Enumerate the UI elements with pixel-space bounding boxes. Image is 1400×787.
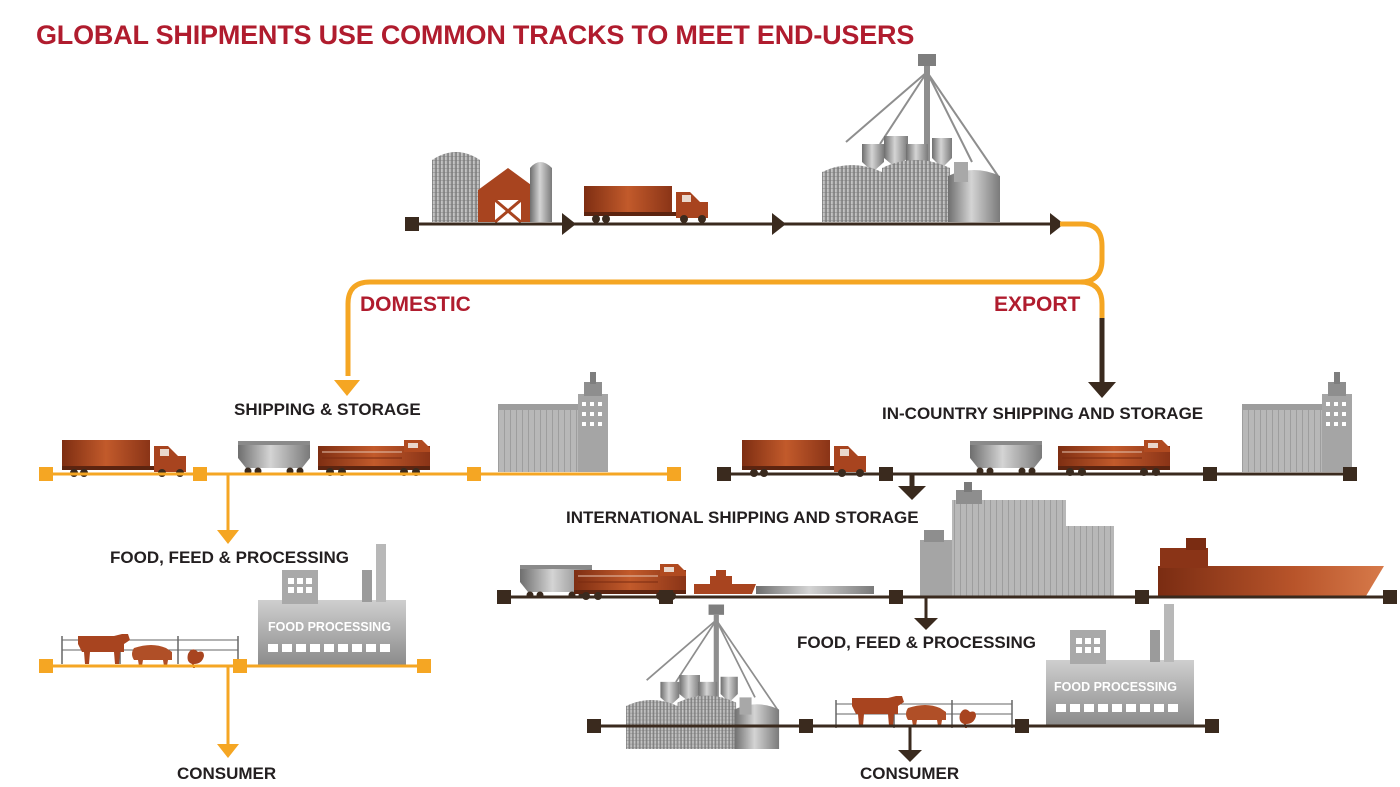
factory-sign-export: FOOD PROCESSING [1054, 680, 1177, 694]
page-title: GLOBAL SHIPMENTS USE COMMON TRACKS TO ME… [36, 20, 915, 50]
domestic-food-feed-label: FOOD, FEED & PROCESSING [110, 548, 349, 567]
semi-truck-icon [62, 440, 186, 477]
domestic-arrow [334, 380, 360, 396]
factory-sign-domestic: FOOD PROCESSING [268, 620, 391, 634]
incountry-track [717, 467, 1357, 500]
farm-silo-icon [432, 152, 480, 222]
hopper-car-icon [238, 441, 310, 475]
cow-icon [78, 634, 130, 664]
export-consumer-label: CONSUMER [860, 764, 960, 783]
terminal-elevator-icon [498, 372, 608, 472]
domestic-label: DOMESTIC [360, 293, 471, 316]
in-country-label: IN-COUNTRY SHIPPING AND STORAGE [882, 404, 1204, 423]
semi-truck-icon [584, 186, 708, 223]
grain-elevator-icon [821, 53, 1001, 223]
domestic-consumer-label: CONSUMER [177, 764, 277, 783]
international-label: INTERNATIONAL SHIPPING AND STORAGE [566, 508, 919, 527]
domestic-storage-track [39, 467, 681, 544]
domestic-shipping-storage-label: SHIPPING & STORAGE [234, 400, 421, 419]
port-elevator-icon [920, 482, 1114, 596]
cargo-ship-icon [1158, 538, 1384, 596]
semi-truck-icon [742, 440, 866, 477]
barn-icon [478, 168, 538, 224]
international-track [497, 590, 1397, 630]
hopper-car-icon [970, 441, 1042, 475]
pig-icon [906, 705, 946, 726]
barge-icon [694, 570, 874, 594]
factory-icon [1046, 604, 1194, 726]
split-route [345, 221, 1105, 376]
cow-icon [852, 696, 904, 726]
domestic-food-track [39, 659, 431, 758]
export-label: EXPORT [994, 293, 1081, 316]
export-food-feed-label: FOOD, FEED & PROCESSING [797, 633, 1036, 652]
farm-silo-icon [530, 162, 552, 222]
locomotive-icon [1057, 439, 1171, 477]
export-arrow [1088, 382, 1116, 398]
export-food-track [587, 719, 1219, 762]
pig-icon [132, 645, 172, 666]
terminal-elevator-icon [1242, 372, 1352, 472]
locomotive-icon [317, 439, 431, 477]
top-track [405, 213, 1064, 235]
